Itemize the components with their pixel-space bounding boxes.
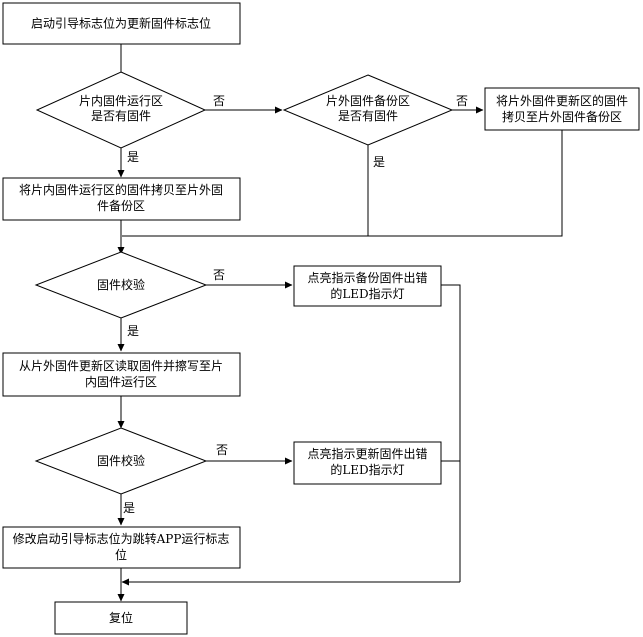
copy-runtime-to-backup-line1: 将片内固件运行区的固件拷贝至片外固 bbox=[19, 182, 223, 197]
read-update-write-runtime-line1: 从片外固件更新区读取固件并擦写至片 bbox=[19, 358, 223, 373]
firmware-verify-decision-2: 固件校验 bbox=[34, 427, 208, 495]
copy-update-to-backup-line2: 拷贝至片外固件备份区 bbox=[502, 109, 622, 124]
edge-led-backup-to-merge bbox=[441, 284, 461, 582]
copy-update-to-backup-line1: 将片外固件更新区的固件 bbox=[496, 93, 628, 108]
copy-runtime-to-backup-line2: 件备份区 bbox=[97, 199, 145, 213]
backup-error-led-line1: 点亮指示备份固件出错 bbox=[307, 270, 427, 285]
modify-boot-flag-line2: 位 bbox=[115, 547, 127, 562]
onchip-runtime-decision-line1: 片内固件运行区 bbox=[79, 94, 163, 108]
copy-runtime-to-backup-box: 将片内固件运行区的固件拷贝至片外固 件备份区 bbox=[2, 177, 241, 221]
d2-no-label: 否 bbox=[456, 94, 468, 108]
reset-box: 复位 bbox=[54, 601, 188, 635]
d1-no-label: 否 bbox=[213, 94, 225, 108]
start-process-box: 启动引导标志位为更新固件标志位 bbox=[2, 2, 241, 45]
firmware-verify-1-label: 固件校验 bbox=[97, 277, 145, 292]
edge-copy-ext-to-merge bbox=[368, 130, 563, 237]
edge-d2-yes-to-merge bbox=[122, 145, 369, 237]
verify1-yes-label: 是 bbox=[127, 324, 139, 338]
edge-labels: 否 是 否 是 否 是 否 是 bbox=[123, 94, 468, 515]
firmware-verify-2-label: 固件校验 bbox=[97, 453, 145, 468]
read-update-write-runtime-box: 从片外固件更新区读取固件并擦写至片 内固件运行区 bbox=[2, 352, 241, 397]
start-process-text: 启动引导标志位为更新固件标志位 bbox=[31, 16, 211, 31]
edges bbox=[117, 44, 563, 602]
update-error-led-line1: 点亮指示更新固件出错 bbox=[307, 446, 427, 461]
d1-yes-label: 是 bbox=[127, 150, 139, 164]
verify2-yes-label: 是 bbox=[123, 501, 135, 515]
d2-yes-label: 是 bbox=[373, 155, 385, 169]
offchip-backup-decision-line1: 片外固件备份区 bbox=[326, 94, 410, 108]
copy-update-to-backup-box: 将片外固件更新区的固件 拷贝至片外固件备份区 bbox=[484, 87, 640, 131]
modify-boot-flag-box: 修改启动引导标志位为跳转APP运行标志 位 bbox=[2, 526, 241, 569]
verify2-no-label: 否 bbox=[216, 443, 228, 457]
firmware-verify-decision-1: 固件校验 bbox=[34, 251, 208, 319]
verify1-no-label: 否 bbox=[213, 268, 225, 282]
reset-label: 复位 bbox=[109, 610, 133, 625]
offchip-backup-decision-line2: 是否有固件 bbox=[338, 109, 398, 123]
onchip-runtime-decision-line2: 是否有固件 bbox=[91, 109, 151, 123]
update-error-led-box: 点亮指示更新固件出错 的LED指示灯 bbox=[293, 441, 442, 485]
read-update-write-runtime-line2: 内固件运行区 bbox=[85, 375, 157, 389]
update-error-led-line2: 的LED指示灯 bbox=[330, 462, 404, 477]
modify-boot-flag-line1: 修改启动引导标志位为跳转APP运行标志 bbox=[13, 531, 230, 546]
onchip-runtime-has-firmware-decision: 片内固件运行区 是否有固件 bbox=[35, 71, 207, 149]
backup-error-led-box: 点亮指示备份固件出错 的LED指示灯 bbox=[293, 265, 442, 307]
offchip-backup-has-firmware-decision: 片外固件备份区 是否有固件 bbox=[282, 74, 454, 146]
backup-error-led-line2: 的LED指示灯 bbox=[330, 286, 404, 301]
